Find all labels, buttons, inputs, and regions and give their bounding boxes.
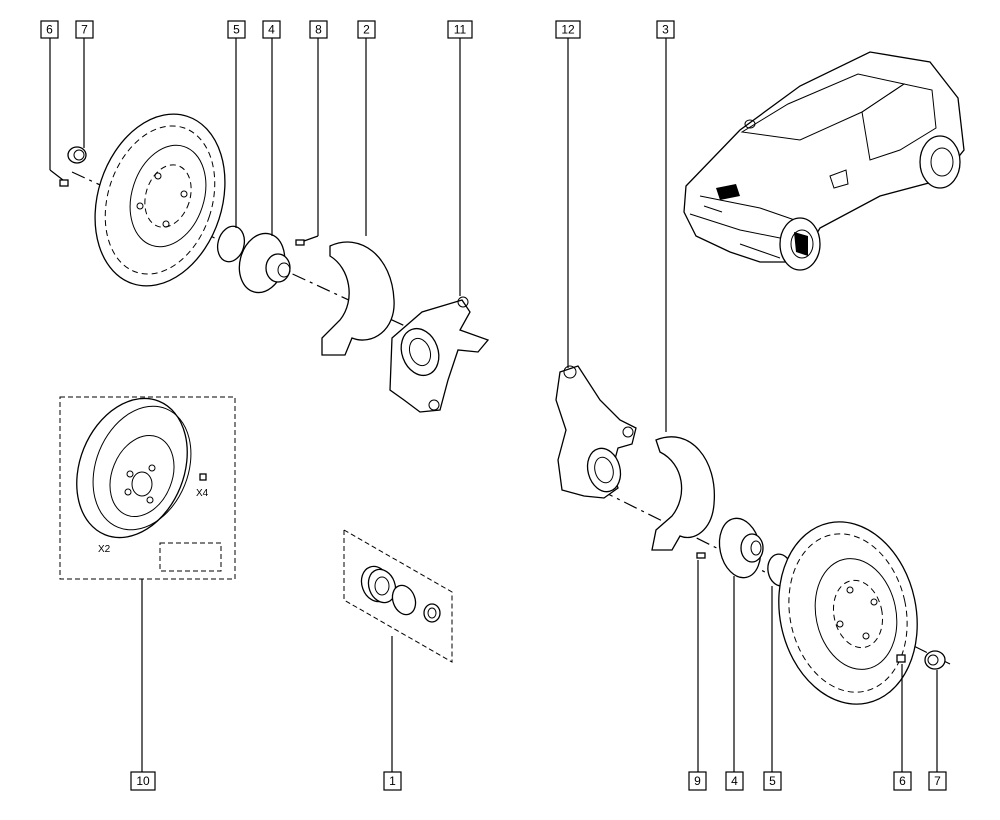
bearing-kit-frame (343, 529, 453, 663)
callout-5-left: 5 (227, 20, 246, 39)
svg-text:5: 5 (769, 774, 776, 788)
svg-text:7: 7 (934, 774, 941, 788)
kit-small-bolt (199, 473, 207, 481)
bearing-nut (423, 603, 441, 623)
wheel-bearing (360, 565, 397, 604)
callout-6-right: 6 (893, 771, 912, 791)
svg-text:12: 12 (561, 23, 575, 37)
vehicle-illustration (683, 51, 965, 271)
callout-11: 11 (447, 20, 473, 39)
right-wheel-hub (718, 517, 764, 579)
callout-12: 12 (555, 20, 581, 39)
kit-brake-disc (76, 397, 192, 539)
svg-text:1: 1 (389, 774, 396, 788)
callout-5-right: 5 (763, 771, 782, 791)
callout-3: 3 (656, 20, 675, 39)
svg-text:2: 2 (363, 23, 370, 37)
callout-1: 1 (383, 771, 402, 791)
callout-10: 10 (130, 771, 156, 791)
left-steering-knuckle (389, 296, 490, 413)
right-steering-knuckle (555, 365, 637, 499)
disc-quantity-note: X2 (98, 544, 111, 555)
right-shield-screw (696, 552, 706, 559)
svg-text:6: 6 (46, 23, 53, 37)
svg-text:5: 5 (233, 23, 240, 37)
disc-kit-frame (59, 396, 236, 580)
right-dust-shield (651, 436, 715, 551)
svg-text:4: 4 (268, 23, 275, 37)
svg-text:11: 11 (454, 23, 467, 37)
svg-text:10: 10 (136, 774, 150, 788)
left-hub-nut (67, 146, 87, 164)
bolt-quantity-note: X4 (196, 488, 209, 499)
svg-text:6: 6 (899, 774, 906, 788)
disc-kit-label-box (159, 542, 222, 572)
callout-6-left: 6 (40, 20, 59, 39)
callout-2: 2 (357, 20, 376, 39)
left-wheel-hub (238, 232, 291, 294)
callout-4-right: 4 (725, 771, 744, 791)
left-disc-screw (59, 179, 69, 187)
callout-7-left: 7 (75, 20, 94, 39)
right-disc-screw (896, 654, 906, 663)
svg-text:8: 8 (315, 23, 322, 37)
right-hub-nut (924, 650, 946, 670)
callout-8: 8 (309, 20, 328, 39)
callout-7-right: 7 (928, 771, 947, 791)
callout-4-left: 4 (262, 20, 281, 39)
right-brake-disc (778, 521, 918, 705)
svg-text:9: 9 (694, 774, 701, 788)
left-brake-disc (94, 113, 226, 287)
svg-text:3: 3 (662, 23, 669, 37)
left-dust-shield (321, 241, 395, 356)
callout-9: 9 (688, 771, 707, 791)
shield-screw (295, 239, 305, 246)
svg-text:7: 7 (81, 23, 88, 37)
svg-text:4: 4 (731, 774, 738, 788)
bearing-circlip (391, 584, 417, 616)
